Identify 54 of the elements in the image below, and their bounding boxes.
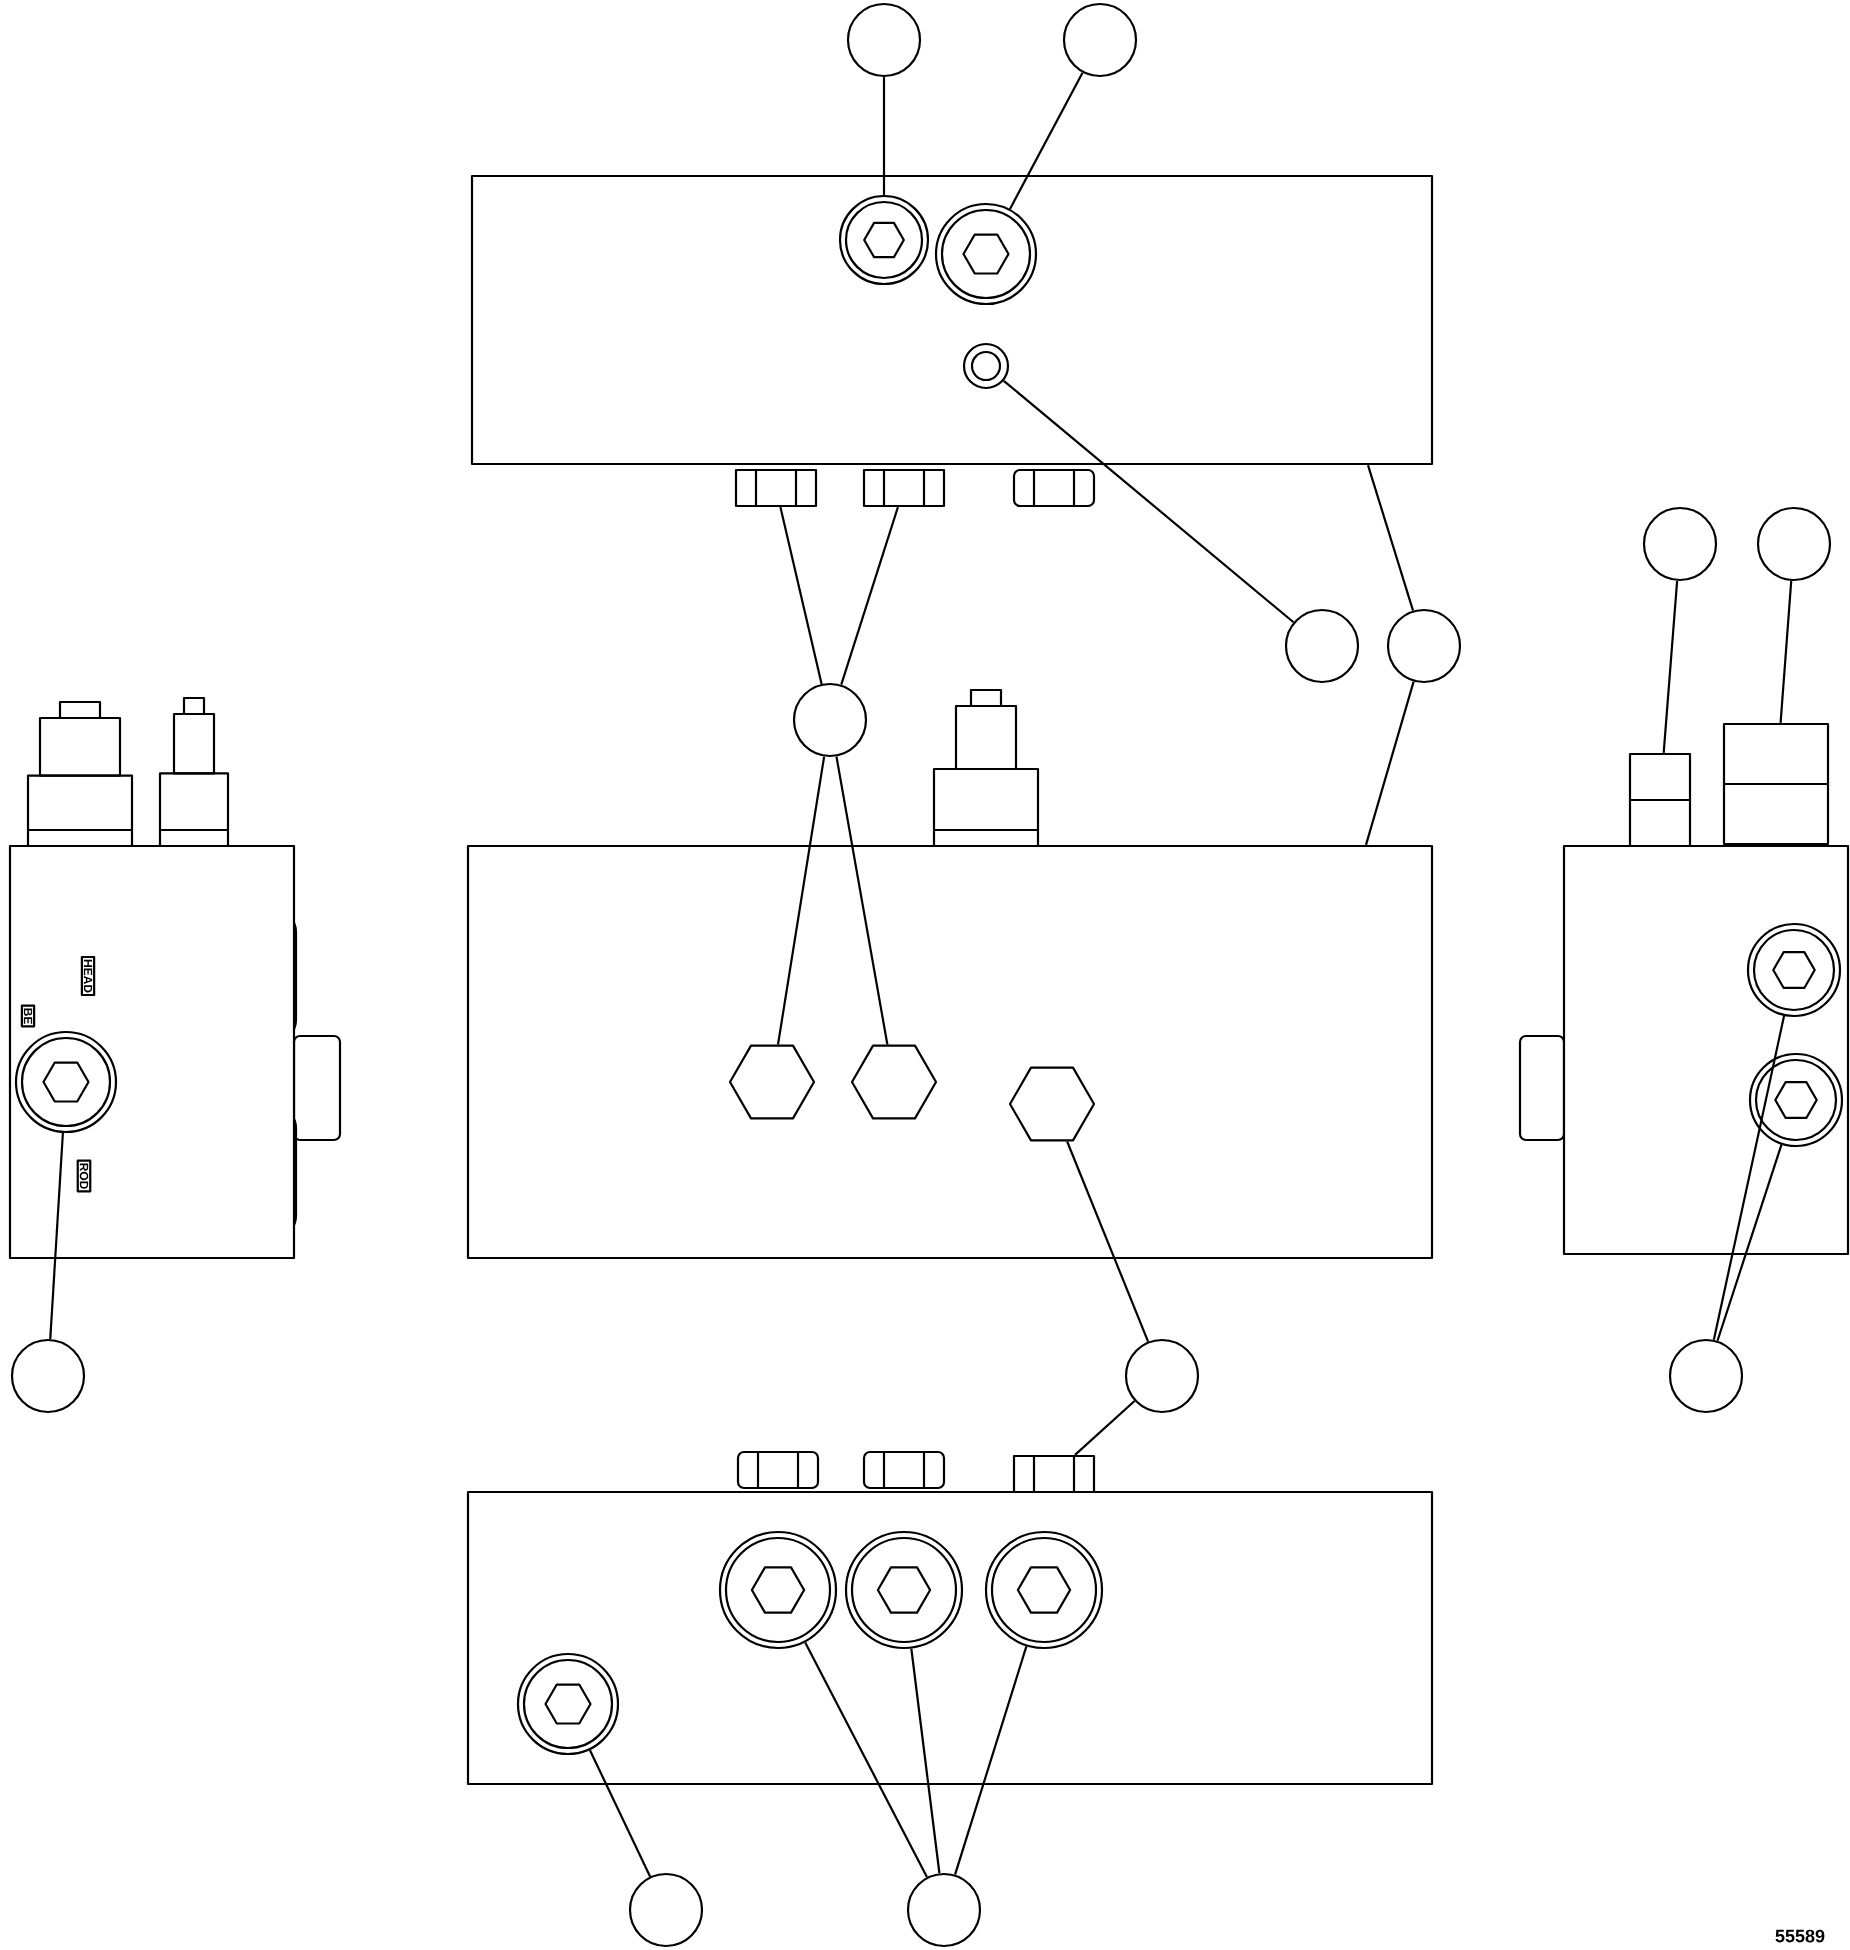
hex-plug [728, 1044, 816, 1120]
leader-line [1662, 580, 1679, 753]
callout-circle [792, 682, 868, 758]
plug [984, 1530, 1104, 1650]
leader-line [910, 1648, 941, 1874]
plug [962, 342, 1010, 390]
plug [14, 1030, 118, 1134]
leader-line [840, 506, 899, 685]
valve-block [470, 174, 1434, 466]
leader-line [779, 506, 823, 685]
callout-circle [1756, 506, 1832, 582]
callout-circle [628, 1872, 704, 1948]
valve-block [8, 844, 296, 1260]
callout-circle [1284, 608, 1360, 684]
leader-line [1003, 379, 1295, 624]
valve-block [466, 844, 1434, 1260]
plug [516, 1652, 620, 1756]
plug [718, 1530, 838, 1650]
leader-line [588, 1749, 652, 1877]
callout-circle [1668, 1338, 1744, 1414]
fitting-nut [1722, 722, 1830, 846]
drawing-number: 55589 [1775, 1929, 1825, 1943]
leader-line [1074, 1400, 1136, 1456]
fitting-nut [1012, 1454, 1096, 1494]
callout-circle [846, 2, 922, 78]
leader-line [954, 1646, 1028, 1875]
plug [844, 1530, 964, 1650]
leader-line [1366, 464, 1415, 611]
leader-line [1364, 681, 1415, 846]
leader-line [1066, 1141, 1150, 1343]
plug [934, 202, 1038, 306]
callout-circle [1124, 1338, 1200, 1414]
plug [1748, 1052, 1844, 1148]
leader-line [1712, 1015, 1786, 1340]
fitting-nut [1628, 752, 1692, 848]
callout-circle [1642, 506, 1718, 582]
fitting-nut [734, 468, 818, 508]
callout-circle [1062, 2, 1138, 78]
fitting-nut [862, 468, 946, 508]
leader-line [835, 756, 889, 1045]
leader-line [776, 756, 826, 1045]
leader-line [1716, 1144, 1783, 1342]
plug [838, 194, 930, 286]
plug [1746, 922, 1842, 1018]
hex-plug [1008, 1066, 1096, 1142]
leader-line [882, 77, 886, 195]
callout-circle [10, 1338, 86, 1414]
hex-plug [850, 1044, 938, 1120]
leader-line [804, 1641, 928, 1878]
leader-line [49, 1132, 64, 1340]
callout-circle [1386, 608, 1462, 684]
leader-line [1779, 580, 1793, 723]
leader-line [1009, 72, 1084, 210]
callout-circle [906, 1872, 982, 1948]
